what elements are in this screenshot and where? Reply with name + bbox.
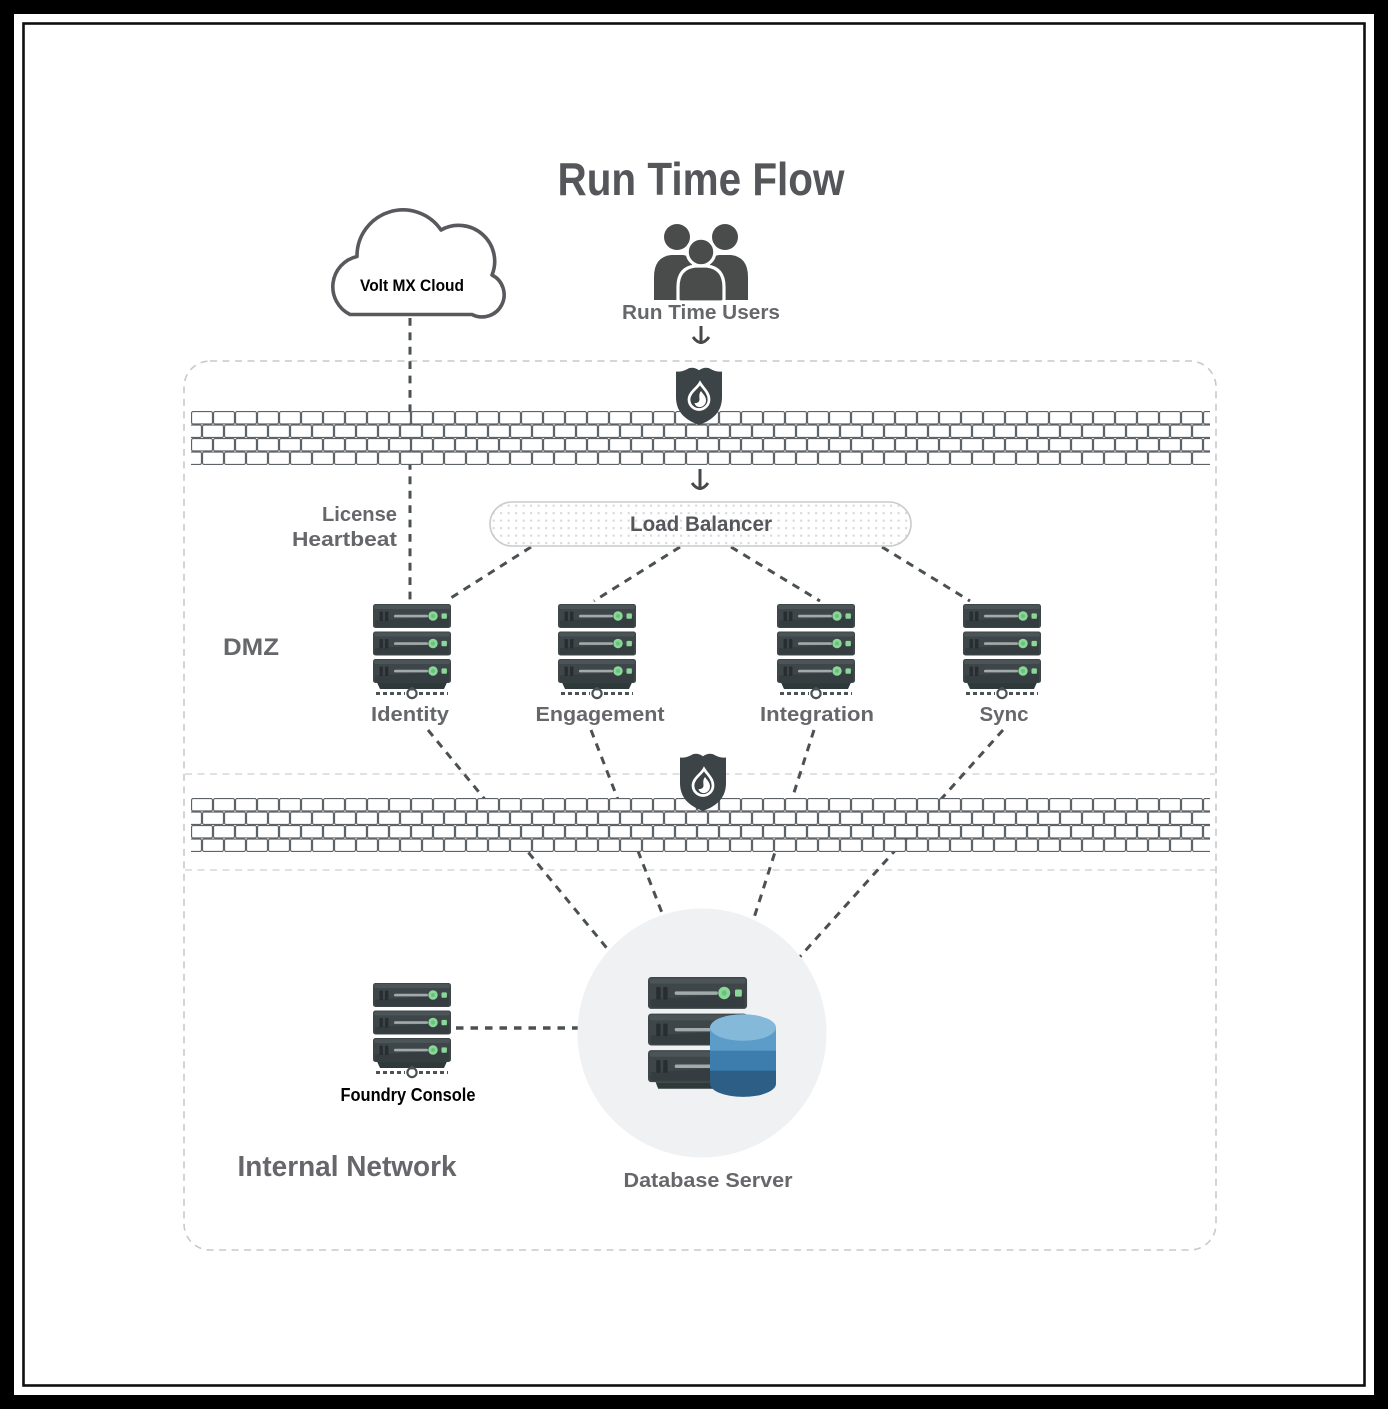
- svg-text:Identity: Identity: [371, 703, 450, 726]
- svg-text:Volt MX Cloud: Volt MX Cloud: [360, 277, 464, 295]
- svg-text:Database Server: Database Server: [624, 1169, 793, 1192]
- svg-text:Engagement: Engagement: [536, 703, 665, 726]
- svg-text:Load Balancer: Load Balancer: [630, 512, 773, 536]
- svg-text:Foundry Console: Foundry Console: [341, 1084, 476, 1105]
- svg-text:Run Time Users: Run Time Users: [622, 302, 780, 324]
- svg-text:Internal Network: Internal Network: [238, 1151, 458, 1183]
- svg-text:DMZ: DMZ: [223, 634, 279, 661]
- svg-text:Sync: Sync: [980, 703, 1029, 726]
- svg-text:Heartbeat: Heartbeat: [292, 529, 397, 551]
- svg-text:Run Time Flow: Run Time Flow: [558, 153, 845, 205]
- svg-text:License: License: [322, 504, 397, 526]
- svg-text:Integration: Integration: [760, 703, 874, 726]
